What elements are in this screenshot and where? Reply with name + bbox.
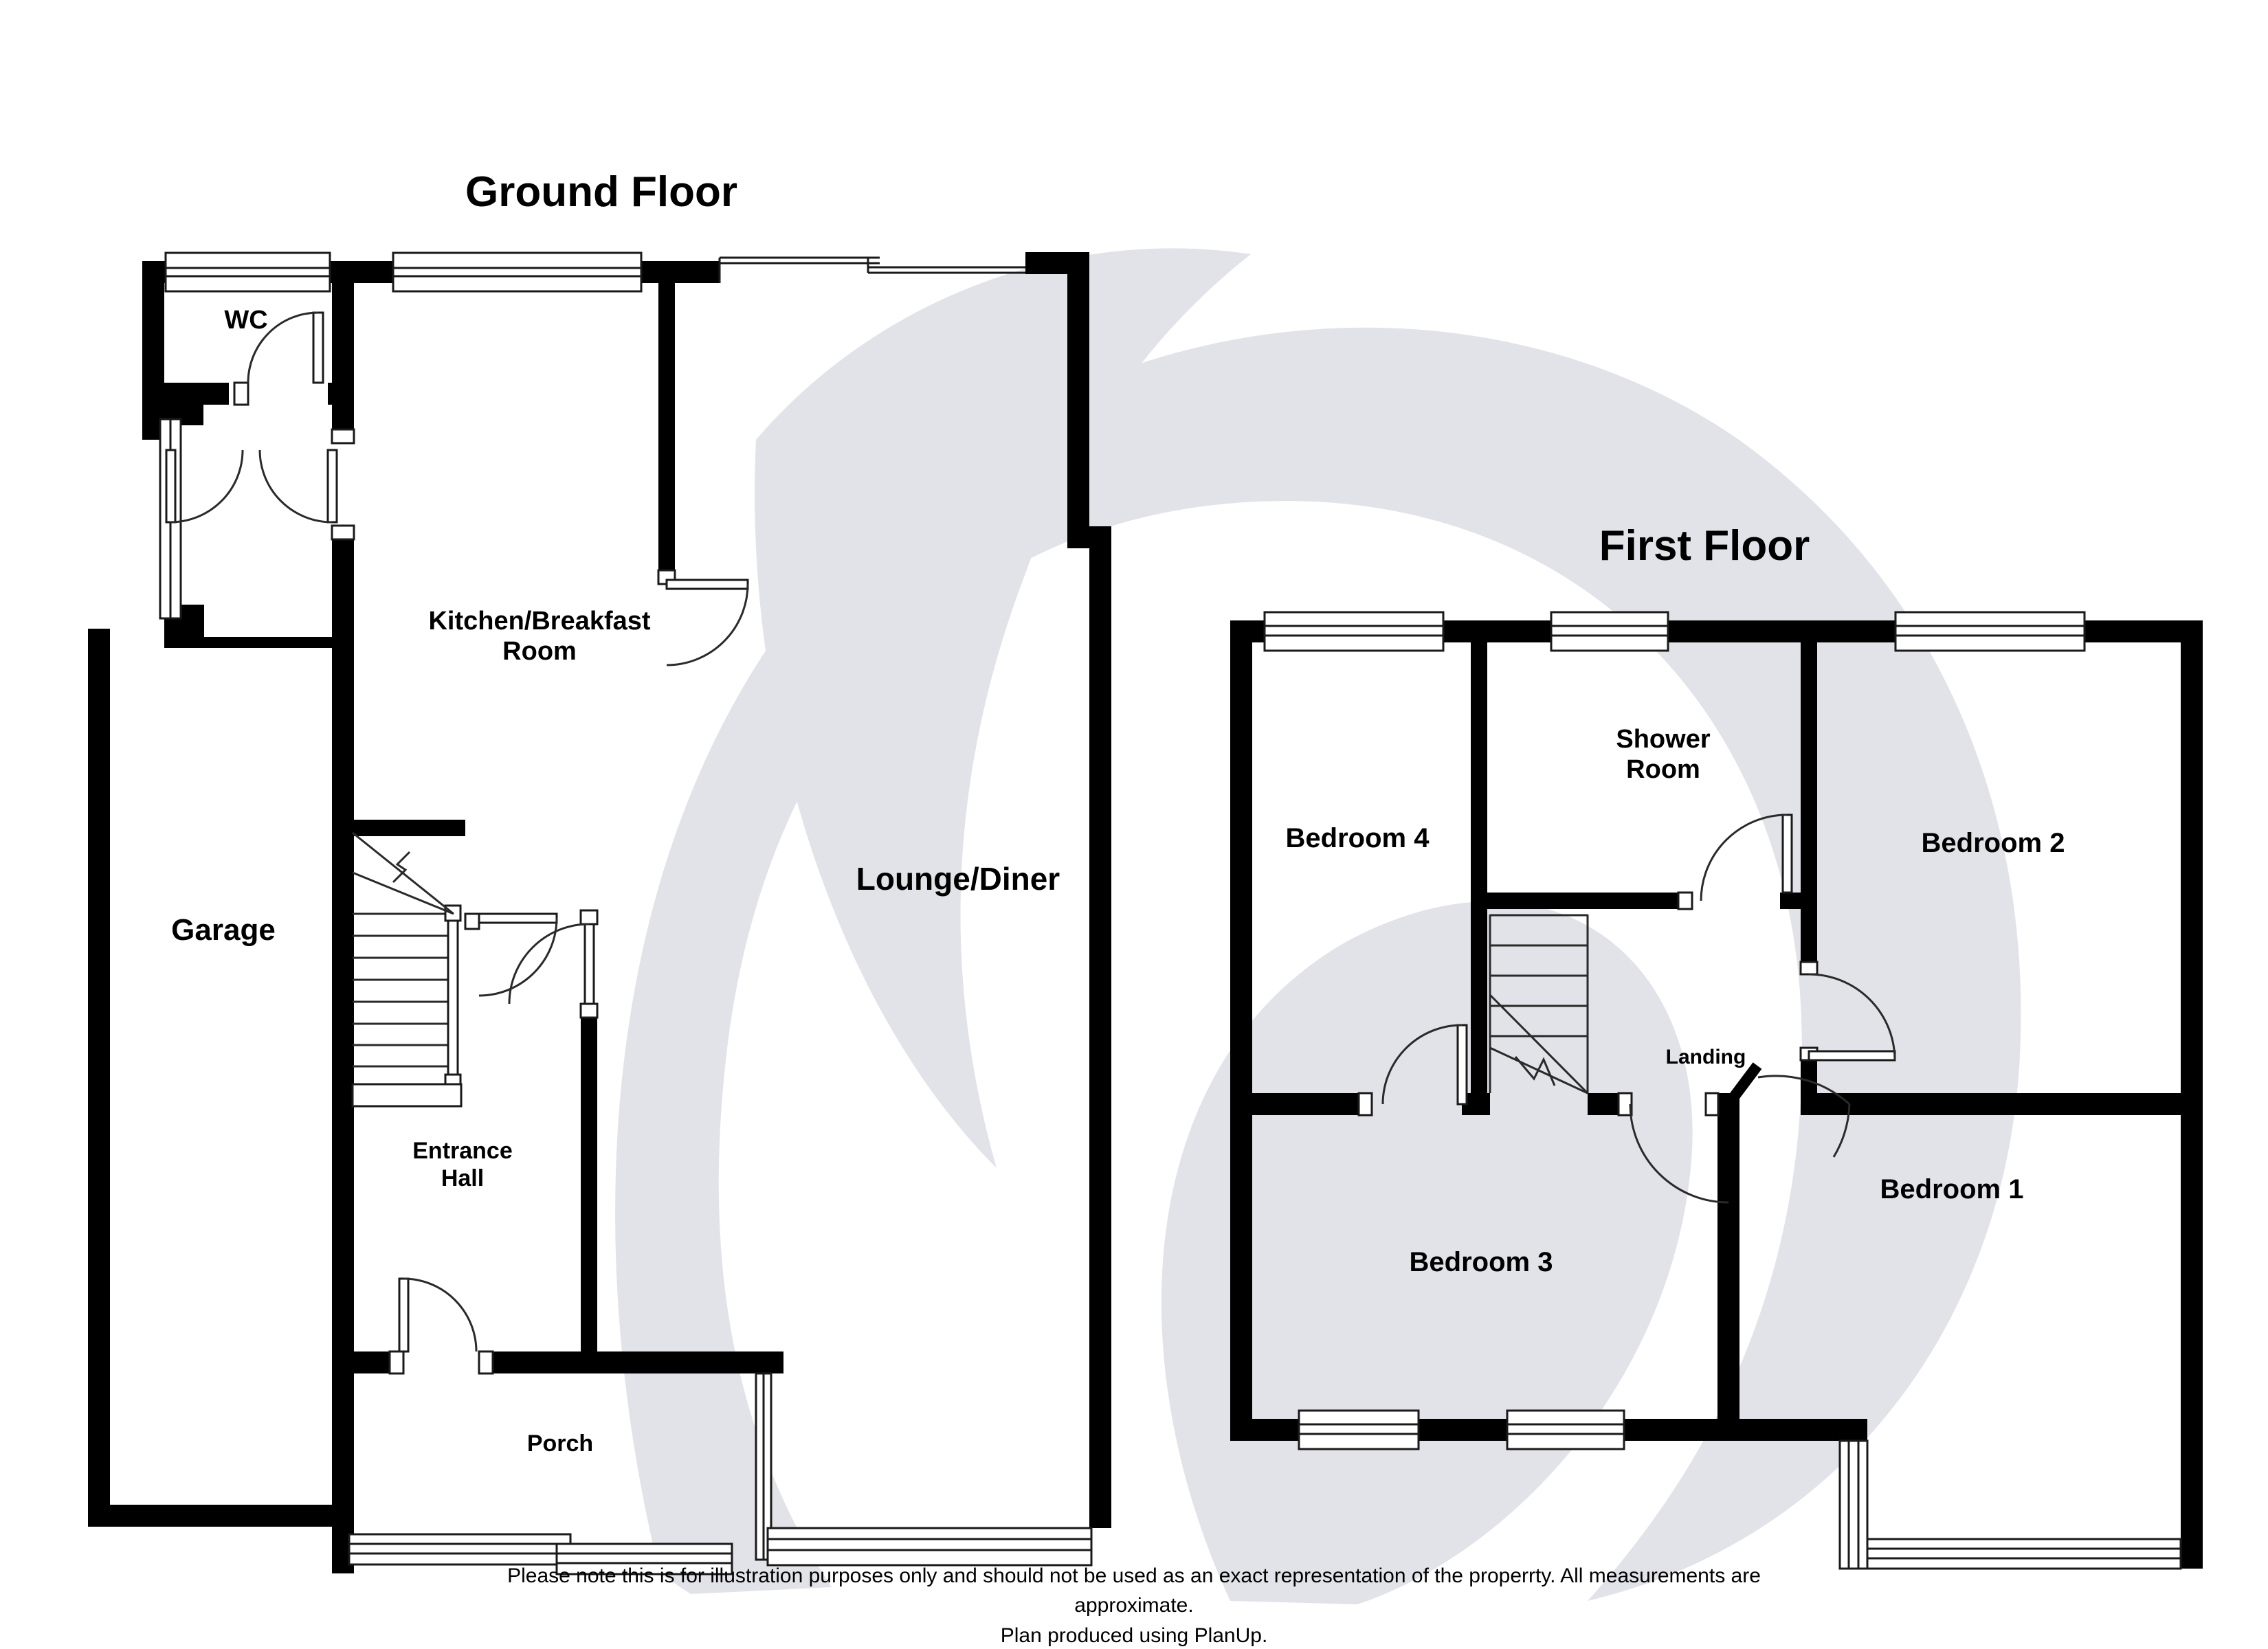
- ground-floor-title: Ground Floor: [465, 168, 737, 216]
- first-floor-plan: [1230, 611, 2203, 1570]
- front-door: [165, 449, 244, 524]
- wc-door: [233, 311, 324, 406]
- lounge-bay-window: [755, 1372, 1093, 1567]
- kitchen-lounge-door: [657, 569, 749, 666]
- bedroom4-door: [1357, 1024, 1468, 1117]
- room-label-bedroom1: Bedroom 1: [1880, 1174, 2024, 1204]
- room-label-bedroom4: Bedroom 4: [1286, 823, 1430, 853]
- bedroom2-door: [1799, 961, 1896, 1062]
- lounge-top-glazing: [718, 256, 1025, 283]
- footer-disclaimer-line1: Please note this is for illustration pur…: [507, 1564, 1761, 1587]
- footer-disclaimer-line2: approximate.: [1074, 1594, 1193, 1617]
- kitchen-window: [392, 251, 643, 293]
- first-floor-title: First Floor: [1599, 522, 1810, 570]
- room-label-bedroom2: Bedroom 2: [1922, 828, 2065, 858]
- first-floor-windows: [1263, 611, 2182, 1570]
- bedroom1-bay-window: [1838, 1439, 2182, 1570]
- bedroom3-window-right: [1506, 1409, 1625, 1450]
- room-label-wc: WC: [224, 306, 267, 335]
- ground-floor-plan: [88, 251, 1111, 1575]
- bedroom4-window: [1263, 611, 1445, 652]
- ground-floor-doors: [165, 311, 749, 1375]
- porch-bottom-windows: [348, 1533, 733, 1575]
- room-label-bedroom3: Bedroom 3: [1410, 1247, 1553, 1277]
- vestibule-inner-door: [258, 428, 355, 541]
- porch-door: [388, 1277, 494, 1375]
- footer-credit: Plan produced using PlanUp.: [1001, 1624, 1268, 1647]
- room-label-garage: Garage: [171, 913, 276, 947]
- shower-room-door: [1677, 814, 1793, 910]
- room-label-porch: Porch: [527, 1431, 593, 1457]
- hall-lounge-door: [508, 909, 599, 1019]
- kitchen-door: [464, 912, 558, 997]
- first-floor-doors: [1357, 814, 1896, 1204]
- shower-room-window: [1550, 611, 1669, 652]
- bedroom1-door: [1757, 1075, 1851, 1158]
- ground-floor-windows: [159, 251, 1093, 1575]
- bedroom3-window-left: [1298, 1409, 1420, 1450]
- bedroom3-door: [1617, 1062, 1762, 1204]
- room-label-landing: Landing: [1666, 1046, 1746, 1068]
- room-label-lounge: Lounge/Diner: [856, 861, 1060, 897]
- bedroom2-window: [1894, 611, 2086, 652]
- ground-floor-stairs: [351, 831, 463, 1108]
- first-floor-stairs: [1489, 914, 1589, 1095]
- wc-window: [164, 251, 331, 293]
